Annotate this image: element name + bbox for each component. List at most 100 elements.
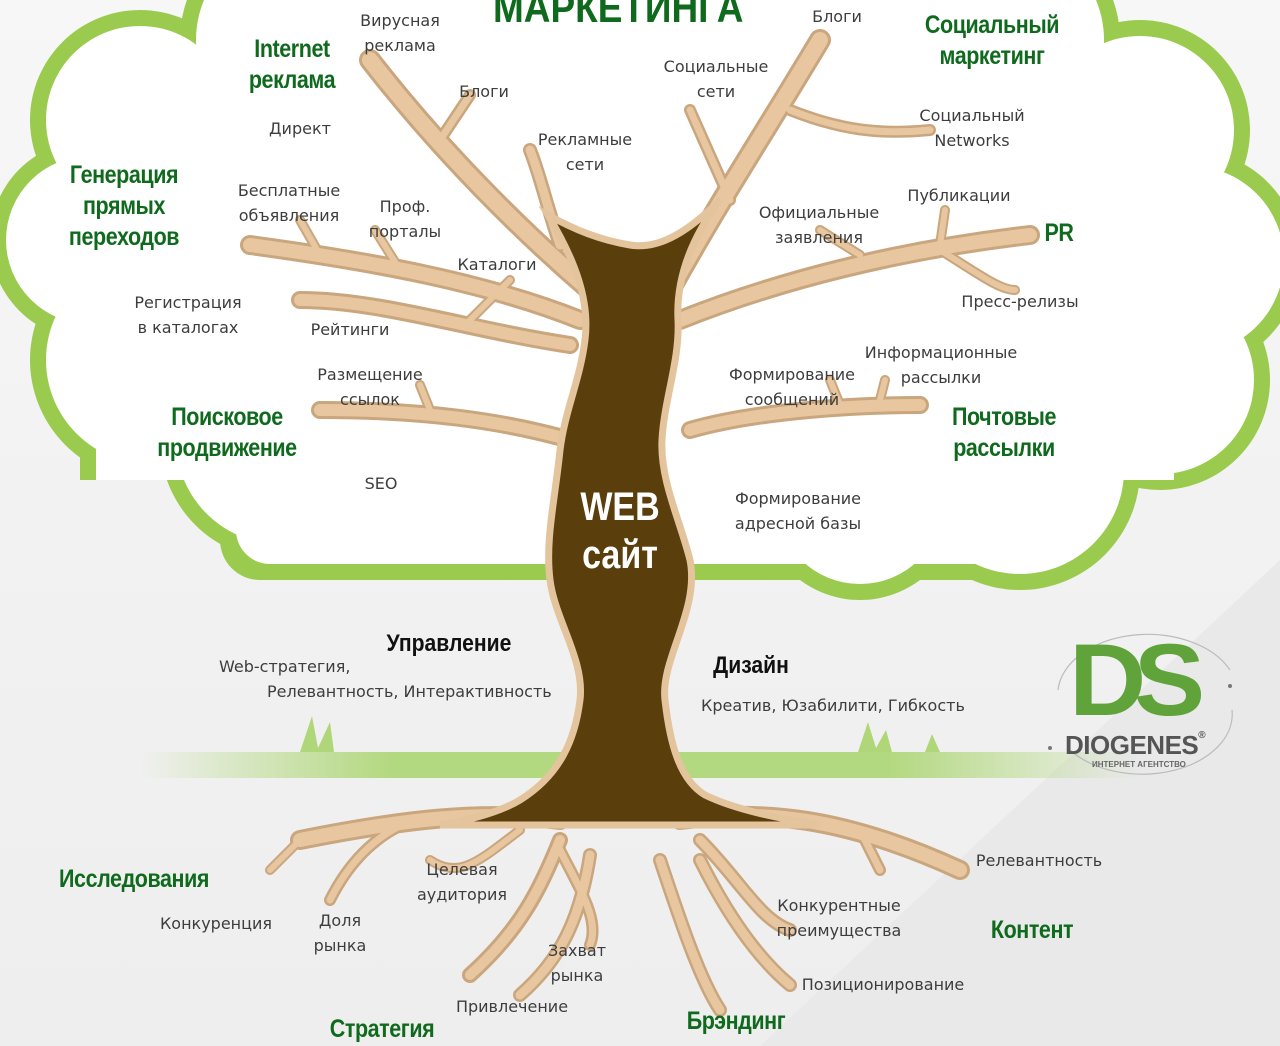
label-official-statements: Официальные заявления <box>750 200 888 250</box>
heading-line: Поисковое <box>171 403 283 431</box>
label-ad-networks: Рекламные сети <box>526 127 644 177</box>
heading-seo: Поисковое продвижение <box>149 402 306 464</box>
heading-management: Управление <box>386 630 512 657</box>
label-line: заявления <box>775 228 863 247</box>
heading-line: Internet <box>254 35 330 63</box>
label-line: Рекламные <box>537 130 633 149</box>
label-viral-ads: Вирусная реклама <box>350 8 450 58</box>
tree-trunk <box>439 197 821 829</box>
label-line: Информационные <box>864 343 1018 362</box>
label-line: Формирование <box>728 365 856 384</box>
logo-ring <box>1048 633 1233 775</box>
heading-content: Контент <box>990 916 1074 944</box>
heading-internet-ads: Internet реклама <box>240 34 343 96</box>
heading-line: Почтовые <box>951 403 1057 431</box>
label-competitive-advantages: Конкурентные преимущества <box>766 893 912 943</box>
label-publications: Публикации <box>907 186 1011 205</box>
label-blogs-right: Блоги <box>812 7 862 26</box>
label-line: рынка <box>313 936 367 955</box>
label-line: рынка <box>550 966 604 985</box>
label-relevance: Релевантность <box>975 851 1103 870</box>
heading-line: Социальный <box>924 11 1060 39</box>
label-social-nets: Социальные сети <box>652 54 780 104</box>
background-shade <box>760 560 1280 1046</box>
label-seo: SEO <box>364 474 398 493</box>
heading-line: прямых <box>82 192 166 220</box>
heading-mail: Почтовые рассылки <box>937 402 1071 464</box>
center-line-1: WEB <box>580 485 660 529</box>
label-competition: Конкуренция <box>159 914 273 933</box>
label-free-ads: Бесплатные объявления <box>226 178 352 228</box>
label-message-forming: Формирование сообщений <box>716 362 868 412</box>
label-line: Официальные <box>758 203 880 222</box>
label-line: Размещение <box>317 365 423 384</box>
label-catalogs: Каталоги <box>457 255 537 274</box>
label-line: Формирование <box>734 489 862 508</box>
label-line: объявления <box>238 206 340 225</box>
logo-registered: ® <box>1198 730 1206 741</box>
label-line: Целевая <box>426 860 498 879</box>
label-ratings: Рейтинги <box>310 320 390 339</box>
label-line: в каталогах <box>137 318 239 337</box>
heading-line: продвижение <box>157 434 297 462</box>
center-label: WEB сайт <box>561 483 680 579</box>
diogenes-logo: DS DIOGENES® ИНТЕРНЕТ АГЕНТСТВО <box>1040 623 1250 780</box>
label-positioning: Позиционирование <box>801 975 965 994</box>
label-line: Социальный <box>919 106 1025 125</box>
label-line: реклама <box>364 36 436 55</box>
label-line: сообщений <box>744 390 840 409</box>
label-line: Регистрация <box>134 293 242 312</box>
heading-direct-traffic: Генерация прямых переходов <box>57 160 191 253</box>
heading-strategy: Стратегия <box>329 1015 435 1043</box>
center-line-2: сайт <box>582 533 658 577</box>
label-direct: Директ <box>269 119 331 138</box>
label-line: аудитория <box>416 885 508 904</box>
label-line: Проф. <box>379 197 431 216</box>
heading-branding: Брэндинг <box>686 1007 786 1035</box>
label-design-items: Креатив, Юзабилити, Гибкость <box>701 696 965 715</box>
label-newsletters: Информационные рассылки <box>852 340 1030 390</box>
label-line: преимущества <box>776 921 902 940</box>
heading-research: Исследования <box>59 865 209 893</box>
label-line: Вирусная <box>360 11 440 30</box>
label-line: рассылки <box>900 368 982 387</box>
label-line: сети <box>696 82 736 101</box>
label-social-networks: Социальный Networks <box>906 103 1038 153</box>
label-line: Бесплатные <box>237 181 341 200</box>
label-target-audience: Целевая аудитория <box>410 857 514 907</box>
label-market-share: Доля рынка <box>302 908 378 958</box>
label-line: Захват <box>547 941 607 960</box>
heading-social-marketing: Социальный маркетинг <box>906 10 1078 72</box>
label-blogs-left: Блоги <box>459 82 509 101</box>
label-line: сети <box>565 155 605 174</box>
label-line: Доля <box>318 911 362 930</box>
logo-name-text: DIOGENES <box>1065 730 1199 760</box>
label-press-releases: Пресс-релизы <box>961 292 1079 311</box>
label-catalog-registration: Регистрация в каталогах <box>124 290 252 340</box>
label-line: ссылок <box>340 390 400 409</box>
label-attraction: Привлечение <box>455 997 569 1016</box>
heading-design: Дизайн <box>713 652 789 679</box>
logo-mark: DS <box>1069 623 1205 737</box>
label-link-placement: Размещение ссылок <box>306 362 434 412</box>
label-line: Конкурентные <box>777 896 901 915</box>
heading-line: маркетинг <box>939 42 1045 70</box>
heading-line: Генерация <box>69 161 179 189</box>
label-line: Networks <box>934 131 1010 150</box>
grass-tufts <box>300 716 940 752</box>
heading-line: реклама <box>248 66 336 94</box>
label-line: порталы <box>368 222 442 241</box>
label-prof-portals: Проф. порталы <box>360 194 450 244</box>
label-market-capture: Захват рынка <box>538 938 616 988</box>
label-relevance-interactivity: Релевантность, Интерактивность <box>267 682 552 701</box>
diagram-title: МАРКЕТИНГА <box>493 0 744 31</box>
heading-line: переходов <box>68 223 180 251</box>
label-line: Социальные <box>663 57 769 76</box>
logo-name: DIOGENES® <box>1065 730 1206 761</box>
label-address-base: Формирование адресной базы <box>720 486 876 536</box>
logo-subtitle: ИНТЕРНЕТ АГЕНТСТВО <box>1092 760 1186 769</box>
heading-pr: PR <box>1044 219 1074 247</box>
heading-line: рассылки <box>953 434 1055 462</box>
